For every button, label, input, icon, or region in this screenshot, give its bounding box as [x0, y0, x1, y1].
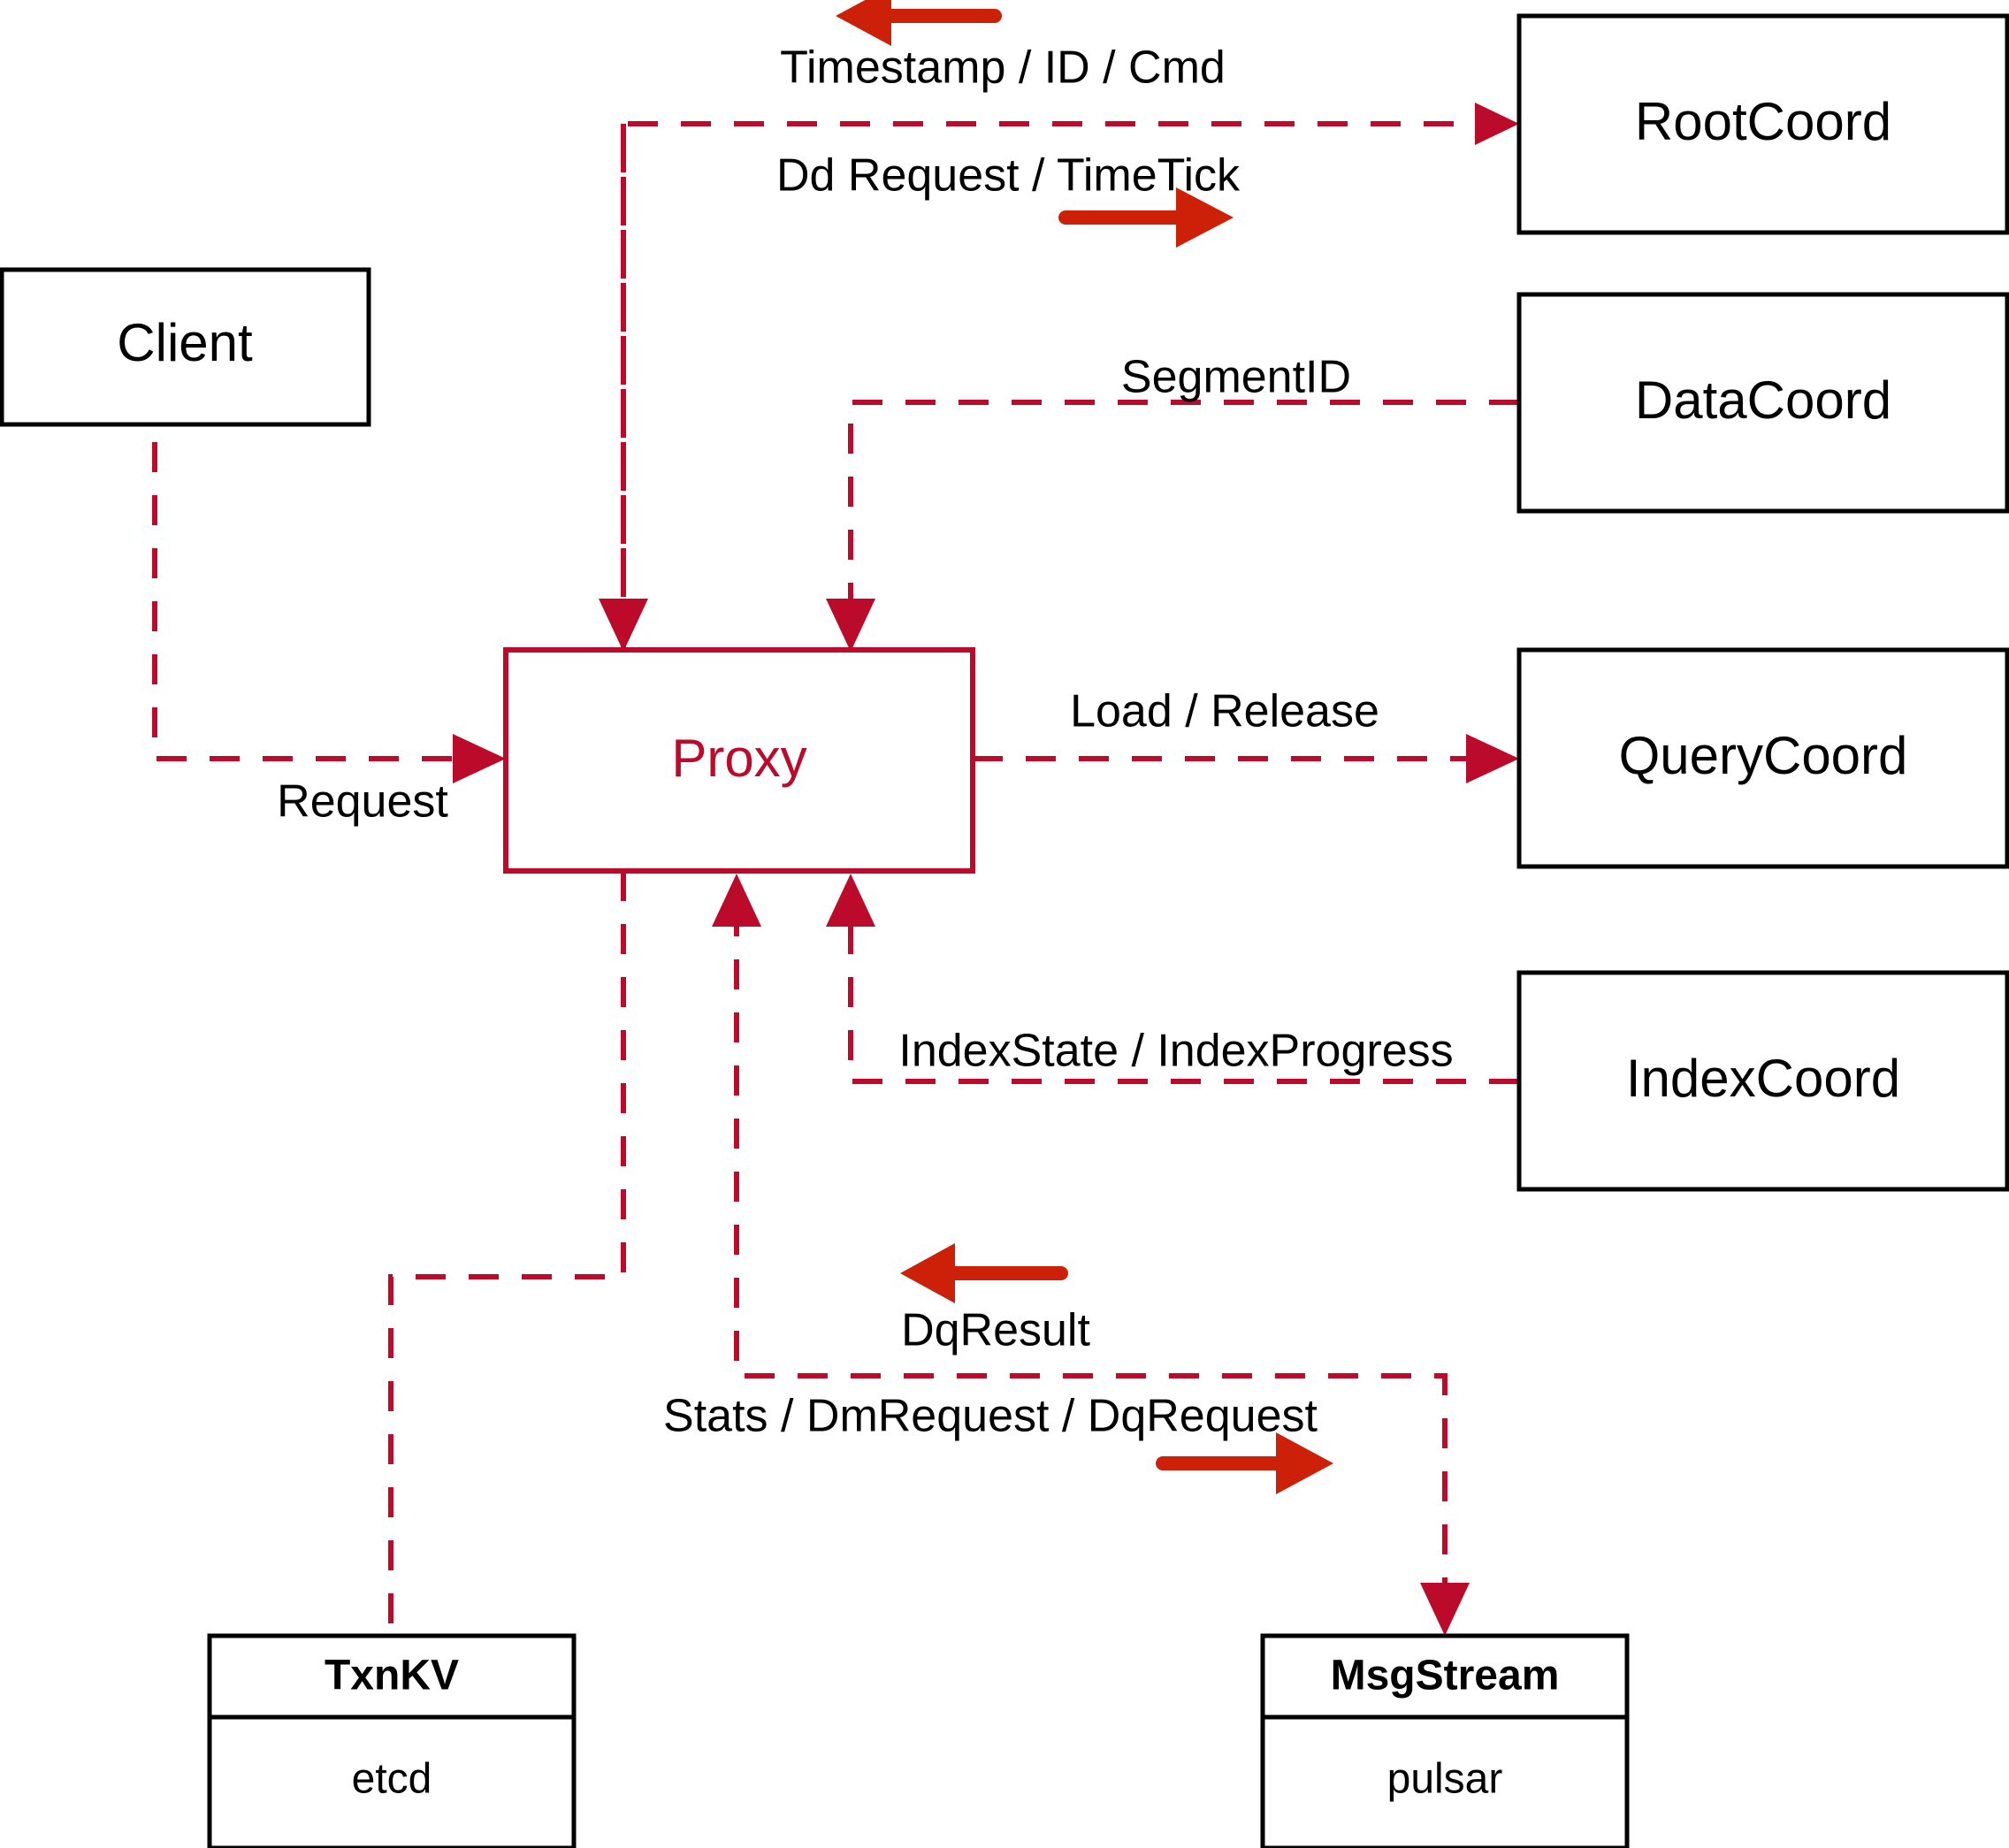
node-rootcoord-label: RootCoord: [1635, 92, 1891, 151]
node-proxy[interactable]: Proxy: [503, 647, 975, 874]
node-client[interactable]: Client: [0, 267, 371, 427]
edge-label-indexstate-indexprogress: IndexState / IndexProgress: [898, 1026, 1453, 1077]
arrowhead-rootcoord: [1475, 103, 1519, 145]
arrowhead-proxy-top-right: [826, 599, 875, 652]
node-datacoord-label: DataCoord: [1635, 370, 1891, 430]
edge-proxy-to-txnkv: [388, 871, 626, 1636]
edge-label-dqresult: DqResult: [901, 1305, 1090, 1356]
edge-datacoord-to-proxy: [826, 400, 1519, 652]
node-msgstream-sublabel: pulsar: [1387, 1756, 1503, 1803]
arrowhead-proxy-top-left: [599, 599, 648, 652]
edge-label-request: Request: [277, 776, 448, 828]
direction-arrow-dqresult: [900, 1243, 1068, 1303]
node-querycoord[interactable]: QueryCoord: [1516, 647, 2009, 869]
arrowhead-proxy-left: [453, 734, 506, 783]
edge-proxy-to-rootcoord: [621, 103, 1519, 650]
arrowhead-querycoord: [1466, 734, 1519, 783]
node-rootcoord[interactable]: RootCoord: [1516, 13, 2009, 235]
node-indexcoord[interactable]: IndexCoord: [1516, 970, 2009, 1192]
arrowhead-msgstream: [1420, 1583, 1470, 1636]
node-datacoord[interactable]: DataCoord: [1516, 292, 2009, 514]
node-indexcoord-label: IndexCoord: [1626, 1049, 1900, 1108]
direction-arrow-stats-dmrequest-dqrequest: [1156, 1432, 1333, 1494]
node-querycoord-label: QueryCoord: [1619, 726, 1908, 785]
node-msgstream-label: MsgStream: [1331, 1653, 1560, 1699]
edge-proxy-to-querycoord: [973, 734, 1519, 783]
node-client-label: Client: [117, 313, 253, 372]
edge-label-dd-request-timetick: Dd Request / TimeTick: [776, 150, 1241, 202]
node-msgstream[interactable]: MsgStream pulsar: [1260, 1633, 1630, 1848]
direction-arrow-timestamp-id-cmd: [836, 0, 1002, 46]
edge-label-stats-dmrequest-dqrequest: Stats / DmRequest / DqRequest: [663, 1391, 1318, 1442]
edge-label-segmentid: SegmentID: [1121, 352, 1351, 403]
node-txnkv-label: TxnKV: [325, 1653, 459, 1699]
node-proxy-label: Proxy: [671, 729, 806, 788]
arrowhead-proxy-bottom-mid: [712, 874, 761, 927]
node-txnkv-sublabel: etcd: [352, 1756, 432, 1803]
edge-label-timestamp-id-cmd: Timestamp / ID / Cmd: [780, 42, 1226, 94]
direction-arrow-dd-request-timetick: [1058, 187, 1234, 248]
edge-client-to-proxy: [152, 389, 506, 783]
edge-label-load-release: Load / Release: [1070, 686, 1379, 737]
edge-rootcoord-to-proxy: [599, 124, 648, 652]
arrowhead-proxy-bottom-right: [826, 874, 875, 927]
node-txnkv[interactable]: TxnKV etcd: [207, 1633, 577, 1848]
edge-msgstream-to-proxy: [712, 874, 1470, 1636]
edge-indexcoord-to-proxy: [826, 874, 1519, 1084]
